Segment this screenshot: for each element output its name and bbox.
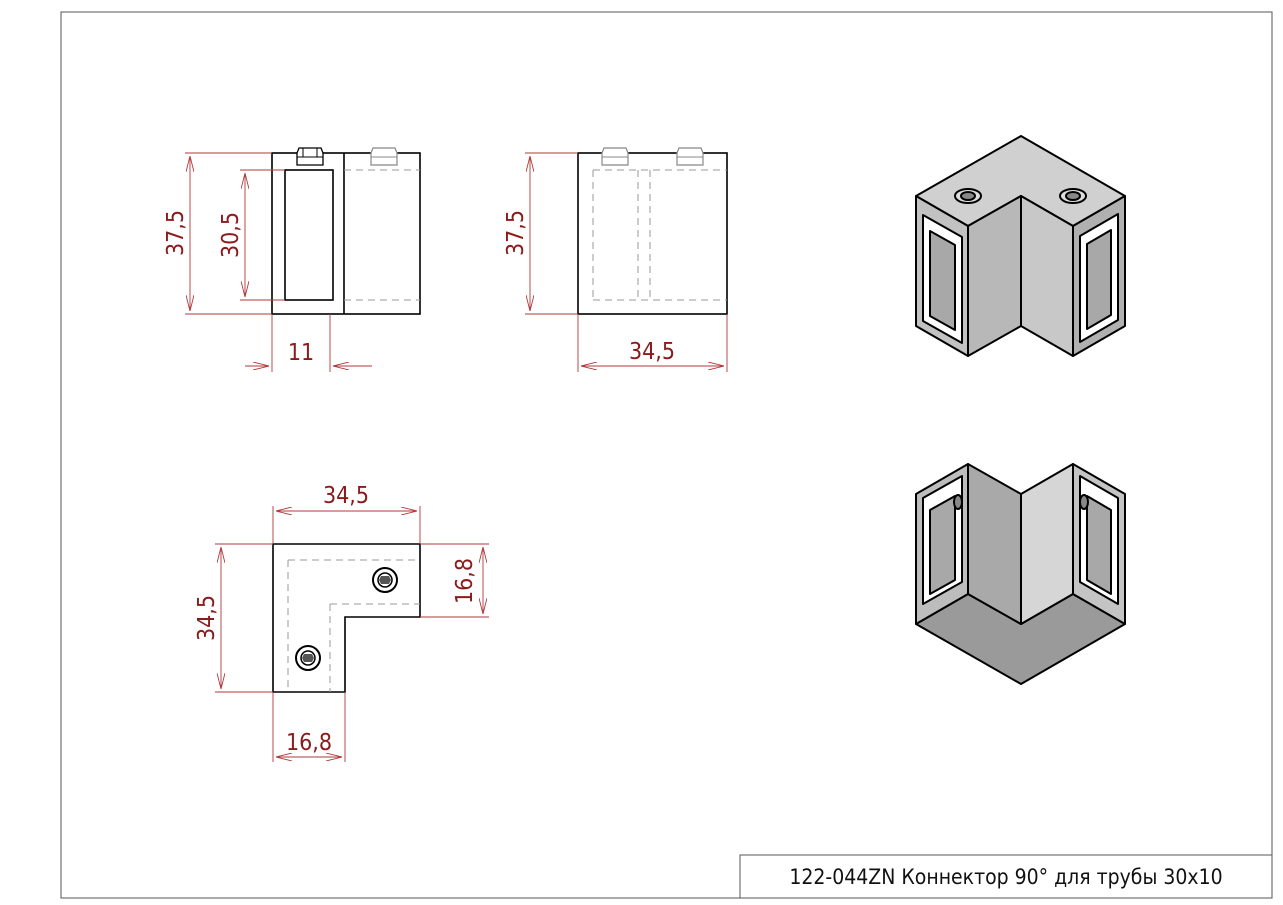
dim-side-width: 34,5 [629, 339, 675, 365]
dim-top-width: 34,5 [323, 483, 369, 509]
isometric-view-bottom [915, 463, 1126, 685]
side-view: 37,5 34,5 [503, 147, 728, 372]
top-view: 34,5 34,5 16,8 16,8 [194, 483, 489, 762]
hex-socket-screw-icon [372, 567, 398, 593]
front-view: 37,5 30,5 11 [163, 147, 421, 372]
screw-head-icon [601, 147, 629, 166]
screw-head-icon [953, 494, 963, 510]
dim-top-height: 34,5 [194, 595, 220, 641]
title-block: 122-044ZN Коннектор 90° для трубы 30x10 [739, 854, 1273, 899]
hex-socket-screw-icon [295, 645, 321, 671]
screw-head-icon [954, 188, 982, 204]
screw-head-icon [676, 147, 704, 166]
dim-top-leg-height: 16,8 [452, 558, 478, 604]
dim-front-height: 37,5 [163, 210, 189, 256]
screw-head-icon [1079, 494, 1089, 510]
drawing-frame [60, 11, 1273, 899]
title-text: 122-044ZN Коннектор 90° для трубы 30x10 [789, 865, 1222, 889]
dim-front-inner-height: 30,5 [218, 212, 244, 258]
isometric-view-top [915, 135, 1126, 357]
screw-head-icon [370, 147, 398, 166]
dim-front-width: 11 [288, 340, 314, 366]
dim-side-height: 37,5 [503, 210, 529, 256]
screw-head-icon [296, 147, 324, 166]
screw-head-icon [1059, 188, 1087, 204]
dim-top-leg-width: 16,8 [286, 730, 332, 756]
